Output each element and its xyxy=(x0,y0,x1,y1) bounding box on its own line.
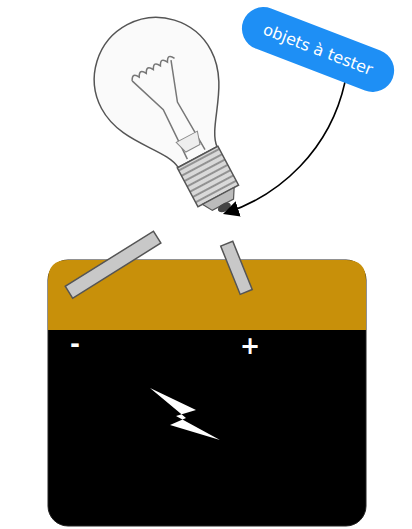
negative-terminal xyxy=(65,231,161,298)
lightning-bolt xyxy=(150,388,220,440)
polarity-sign: - xyxy=(70,332,80,356)
callout-bubble: objets à tester xyxy=(236,1,401,99)
polarity-sign: + xyxy=(240,334,260,358)
positive-terminal xyxy=(221,241,253,294)
pointer-arrow xyxy=(226,82,345,213)
battery-body xyxy=(48,260,366,526)
callout-text: objets à tester xyxy=(260,20,375,79)
